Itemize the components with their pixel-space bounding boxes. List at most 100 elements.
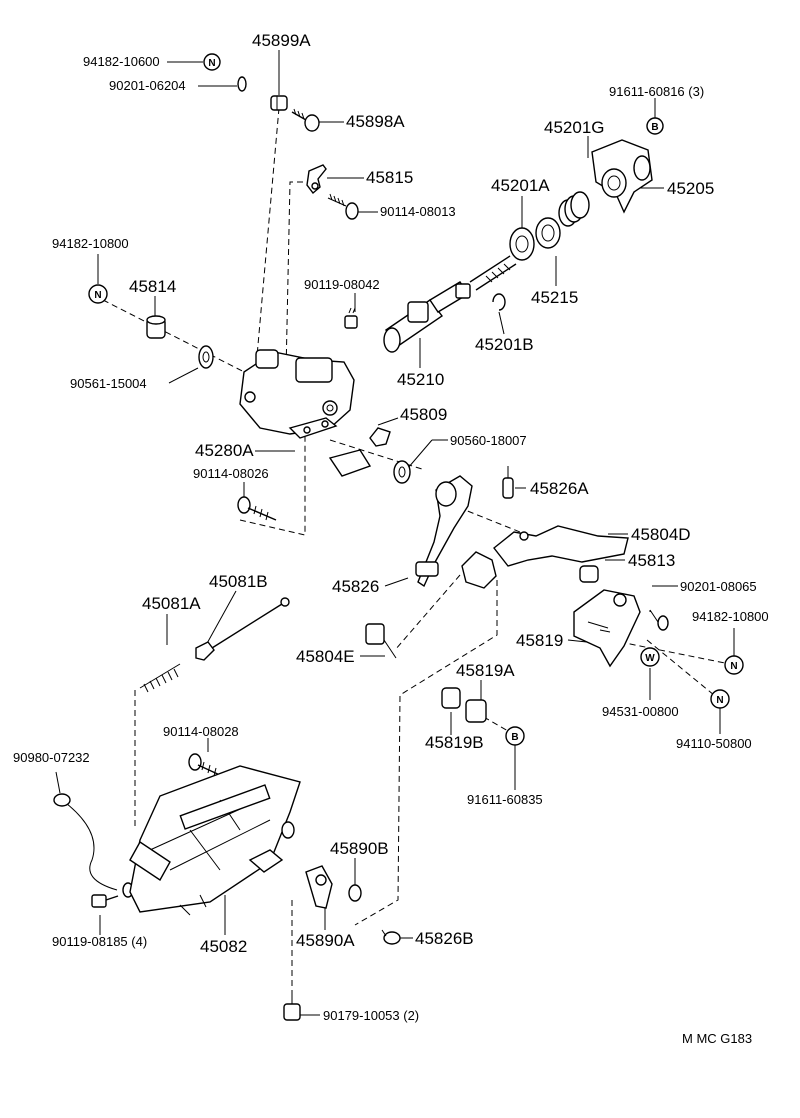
bracket-45082	[129, 765, 301, 916]
leader-lines	[55, 50, 735, 1016]
label-94531-00800: 94531-00800	[602, 704, 679, 719]
label-90179-10053: 90179-10053 (2)	[323, 1008, 419, 1023]
label-90560-18007: 90560-18007	[450, 433, 527, 448]
spacer-45819A	[465, 699, 487, 723]
label-90119-08185: 90119-08185 (4)	[52, 934, 147, 949]
label-90114-08026: 90114-08026	[193, 466, 269, 481]
nut-45899A	[270, 95, 288, 111]
bushing-45814	[146, 315, 166, 339]
spring-45804E	[365, 623, 397, 659]
bolt-90119-08042	[344, 307, 358, 329]
washer-90201-06204	[237, 76, 247, 92]
footer-code: M MC G183	[682, 1031, 752, 1046]
svg-text:N: N	[730, 661, 737, 672]
label-45899A: 45899A	[252, 31, 311, 50]
symbol-b-bottom: B	[505, 726, 525, 746]
shaft-45210	[383, 255, 517, 353]
label-45201A: 45201A	[491, 176, 550, 195]
symbol-markers: N B N N W N B	[88, 53, 744, 746]
label-90119-08042: 90119-08042	[304, 277, 380, 292]
label-94110-50800: 94110-50800	[676, 736, 752, 751]
label-45819: 45819	[516, 631, 563, 650]
svg-text:N: N	[94, 290, 101, 301]
symbol-w: W	[645, 653, 655, 664]
label-45205: 45205	[667, 179, 714, 198]
spring-45201G	[558, 191, 590, 227]
symbol-n-left: N	[88, 284, 108, 304]
bearing-45201A	[509, 227, 535, 261]
bracket-45280A	[239, 349, 355, 439]
lever-45809	[369, 427, 391, 447]
bolt-90119-08185	[91, 894, 119, 908]
arm-45804D	[493, 525, 629, 567]
label-94182-10600: 94182-10600	[83, 54, 160, 69]
clip-45890A	[305, 865, 333, 909]
label-94182-10800-b: 94182-10800	[692, 609, 769, 624]
label-45826B: 45826B	[415, 929, 474, 948]
washer-90201-08065	[657, 615, 669, 631]
label-45201B: 45201B	[475, 335, 534, 354]
part-shapes	[53, 76, 669, 1021]
bracket-45819	[573, 589, 641, 668]
rod-45081B	[195, 597, 290, 661]
svg-text:W: W	[645, 653, 655, 664]
snap-ring-45201B	[492, 293, 506, 311]
plate-lower	[328, 449, 372, 477]
collar-45215	[535, 217, 561, 249]
bolt-90114-08026	[237, 496, 277, 521]
svg-text:N: N	[208, 58, 215, 69]
label-45898A: 45898A	[346, 112, 405, 131]
svg-text:B: B	[651, 122, 658, 133]
symbol-n-right-a: N	[724, 655, 744, 675]
symbol-n-top: N	[203, 53, 221, 71]
part-labels: 94182-10600 90201-06204 45899A 45898A 91…	[13, 31, 769, 1046]
label-91611-60835: 91611-60835	[467, 792, 543, 807]
svg-text:N: N	[716, 695, 723, 706]
washer-45890B	[348, 884, 362, 902]
spring-45081A	[139, 663, 181, 693]
label-90114-08013: 90114-08013	[380, 204, 456, 219]
label-45081B: 45081B	[209, 572, 268, 591]
washer-94531-00800	[640, 647, 660, 667]
pin-45826A	[502, 466, 514, 499]
label-45804E: 45804E	[296, 647, 355, 666]
bolt-45898A	[291, 108, 320, 132]
label-45082: 45082	[200, 937, 247, 956]
label-45814: 45814	[129, 277, 176, 296]
label-91611-60816: 91611-60816 (3)	[609, 84, 704, 99]
label-45813: 45813	[628, 551, 675, 570]
label-45201G: 45201G	[544, 118, 605, 137]
label-45081A: 45081A	[142, 594, 201, 613]
label-45826A: 45826A	[530, 479, 589, 498]
label-45890A: 45890A	[296, 931, 355, 950]
flange-45205	[591, 139, 653, 214]
label-90201-06204: 90201-06204	[109, 78, 186, 93]
label-90114-08028: 90114-08028	[163, 724, 239, 739]
label-45826: 45826	[332, 577, 379, 596]
label-94182-10800-a: 94182-10800	[52, 236, 129, 251]
label-90201-08065: 90201-08065	[680, 579, 757, 594]
bolt-90114-08028	[188, 753, 223, 777]
bolt-90114-08013	[327, 193, 359, 220]
bushing-45813	[579, 565, 599, 583]
cable-90980-07232	[53, 793, 134, 898]
washer-90561-15004	[198, 345, 214, 369]
bracket-left-lower	[461, 551, 497, 589]
label-45819B: 45819B	[425, 733, 484, 752]
label-90980-07232: 90980-07232	[13, 750, 90, 765]
label-45215: 45215	[531, 288, 578, 307]
label-45809: 45809	[400, 405, 447, 424]
svg-text:B: B	[511, 732, 518, 743]
symbol-b-top: B	[646, 117, 664, 135]
label-45815: 45815	[366, 168, 413, 187]
washer-90560-18007	[393, 460, 411, 484]
label-45819A: 45819A	[456, 661, 515, 680]
label-45890B: 45890B	[330, 839, 389, 858]
lever-45826	[415, 475, 473, 588]
assembly-lines	[102, 107, 736, 1005]
nut-90179-10053	[283, 996, 301, 1021]
spacer-45819B	[441, 687, 461, 709]
label-90561-15004: 90561-15004	[70, 376, 147, 391]
label-45280A: 45280A	[195, 441, 254, 460]
